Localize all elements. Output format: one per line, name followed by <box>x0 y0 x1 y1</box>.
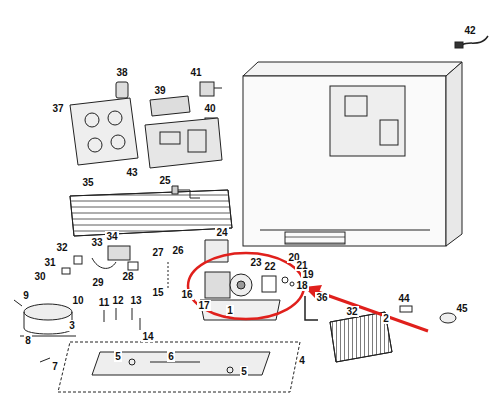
callout-number: 14 <box>141 331 154 342</box>
callout-number: 29 <box>91 277 104 288</box>
callout-number: 42 <box>463 25 476 36</box>
callout-number: 13 <box>129 295 142 306</box>
callout-number: 32 <box>345 306 358 317</box>
callout-number: 37 <box>51 103 64 114</box>
callout-number: 39 <box>153 85 166 96</box>
callout-number: 5 <box>240 366 248 377</box>
callout-number: 34 <box>105 231 118 242</box>
callout-number: 19 <box>301 269 314 280</box>
callout-number: 12 <box>111 295 124 306</box>
callout-number: 30 <box>33 271 46 282</box>
callout-number: 28 <box>121 271 134 282</box>
callout-number: 45 <box>455 303 468 314</box>
callout-number: 36 <box>315 292 328 303</box>
callout-number: 43 <box>125 167 138 178</box>
callout-number: 17 <box>197 300 210 311</box>
callout-number: 38 <box>115 67 128 78</box>
callout-number: 41 <box>189 67 202 78</box>
callout-number: 6 <box>167 351 175 362</box>
callout-number: 27 <box>151 247 164 258</box>
callout-number: 4 <box>298 355 306 366</box>
callout-number: 25 <box>158 175 171 186</box>
callout-number: 18 <box>295 280 308 291</box>
callout-number: 33 <box>90 237 103 248</box>
callout-number: 9 <box>22 290 30 301</box>
callout-number: 10 <box>71 295 84 306</box>
callout-number: 2 <box>382 313 390 324</box>
callout-number: 3 <box>68 320 76 331</box>
callout-number: 16 <box>180 289 193 300</box>
callout-number: 1 <box>226 305 234 316</box>
callout-number: 24 <box>215 227 228 238</box>
callout-number: 40 <box>203 103 216 114</box>
callout-number: 5 <box>114 351 122 362</box>
callout-number: 7 <box>51 361 59 372</box>
callout-number: 31 <box>43 257 56 268</box>
callout-number: 26 <box>171 245 184 256</box>
callout-number: 44 <box>397 293 410 304</box>
callout-number: 15 <box>151 287 164 298</box>
callout-number: 11 <box>98 297 111 308</box>
callout-number: 35 <box>81 177 94 188</box>
callout-number: 32 <box>55 242 68 253</box>
callout-number: 8 <box>24 335 32 346</box>
callout-number: 23 <box>249 257 262 268</box>
callout-number: 22 <box>263 261 276 272</box>
